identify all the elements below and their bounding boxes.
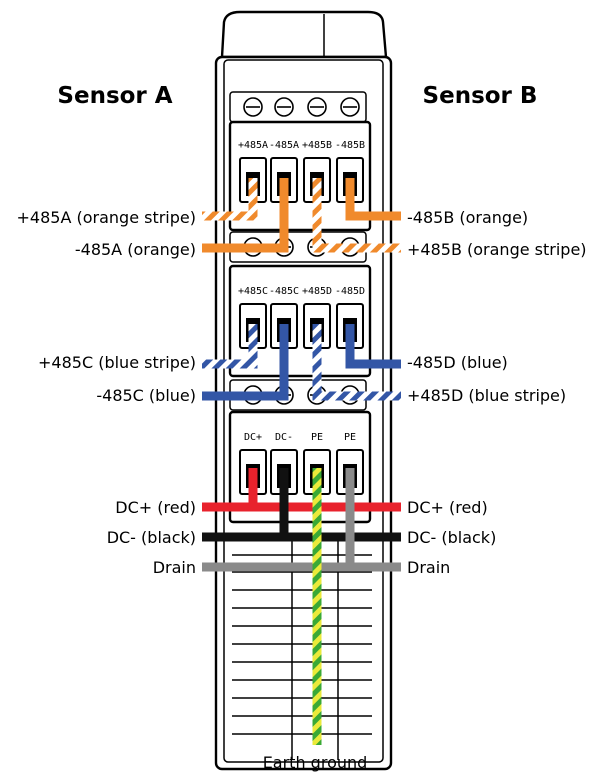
- left-label-dc-plus: DC+ (red): [115, 498, 196, 517]
- terminal-label-485b-minus: -485B: [335, 140, 365, 151]
- terminal-label-485c-plus: +485C: [238, 286, 268, 297]
- wire-485a-minus-orange: [202, 178, 289, 253]
- sensor-b-title: Sensor B: [423, 83, 538, 109]
- terminal-label-pe-1: PE: [311, 432, 323, 443]
- right-label-485d-minus: -485D (blue): [407, 353, 508, 372]
- left-label-485a-plus: +485A (orange stripe): [17, 208, 197, 227]
- right-label-drain: Drain: [407, 558, 450, 577]
- left-label-drain: Drain: [153, 558, 196, 577]
- terminal-label-485a-minus: -485A: [269, 140, 299, 151]
- wires: [202, 178, 401, 745]
- terminal-label-485d-plus: +485D: [302, 286, 332, 297]
- wire-485c-minus-blue: [202, 324, 289, 401]
- right-label-485b-plus: +485B (orange stripe): [407, 240, 587, 259]
- wire-485a-plus-orange-stripe: [202, 178, 258, 221]
- wire-485b-minus-orange: [345, 178, 401, 221]
- left-label-485a-minus: -485A (orange): [75, 240, 196, 259]
- right-label-dc-plus: DC+ (red): [407, 498, 488, 517]
- earth-ground-label: Earth ground: [263, 753, 368, 772]
- left-label-dc-minus: DC- (black): [107, 528, 196, 547]
- left-label-485c-plus: +485C (blue stripe): [38, 353, 196, 372]
- terminal-label-dc-plus: DC+: [244, 432, 262, 443]
- terminal-label-485c-minus: -485C: [269, 286, 299, 297]
- right-label-dc-minus: DC- (black): [407, 528, 496, 547]
- wire-485d-plus-blue-stripe: [312, 324, 401, 401]
- terminal-label-485d-minus: -485D: [335, 286, 365, 297]
- device-body: [214, 10, 393, 771]
- terminal-label-pe-2: PE: [344, 432, 356, 443]
- wire-485d-minus-blue: [345, 324, 401, 369]
- terminal-label-485b-plus: +485B: [302, 140, 332, 151]
- right-label-485b-minus: -485B (orange): [407, 208, 528, 227]
- sensor-a-title: Sensor A: [57, 83, 172, 109]
- wire-485b-plus-orange-stripe: [312, 178, 401, 253]
- left-label-485c-minus: -485C (blue): [96, 386, 196, 405]
- right-label-485d-plus: +485D (blue stripe): [407, 386, 566, 405]
- terminal-label-dc-minus: DC-: [275, 432, 293, 443]
- terminal-label-485a-plus: +485A: [238, 140, 268, 151]
- wire-485c-plus-blue-stripe: [202, 324, 258, 369]
